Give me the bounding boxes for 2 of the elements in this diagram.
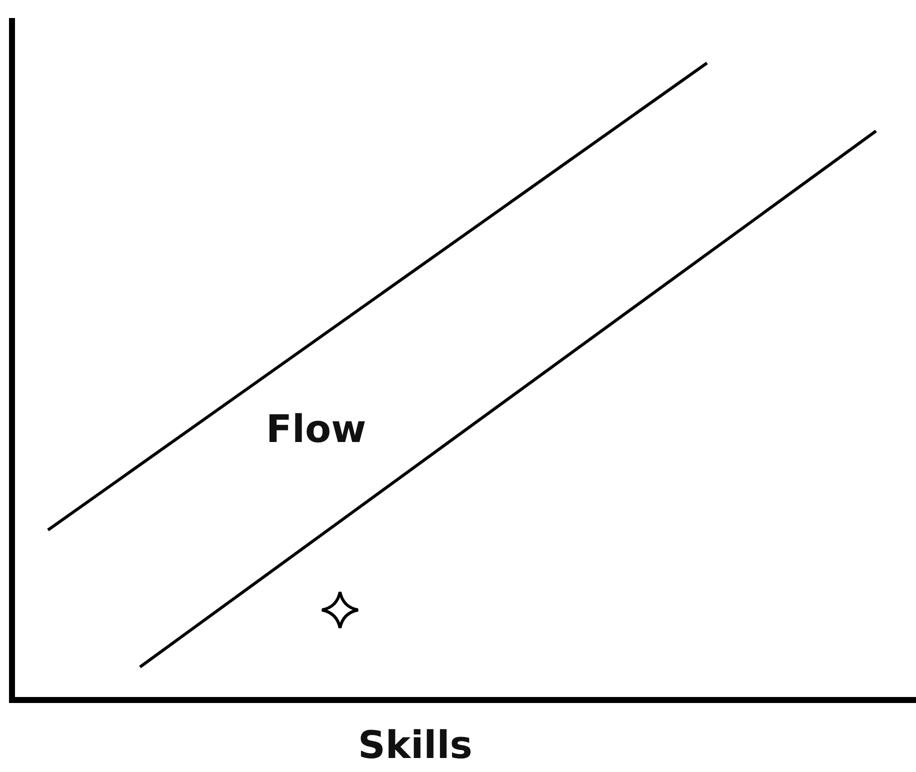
axis-label: Skills [358,726,472,764]
region-label: Flow [266,410,366,448]
